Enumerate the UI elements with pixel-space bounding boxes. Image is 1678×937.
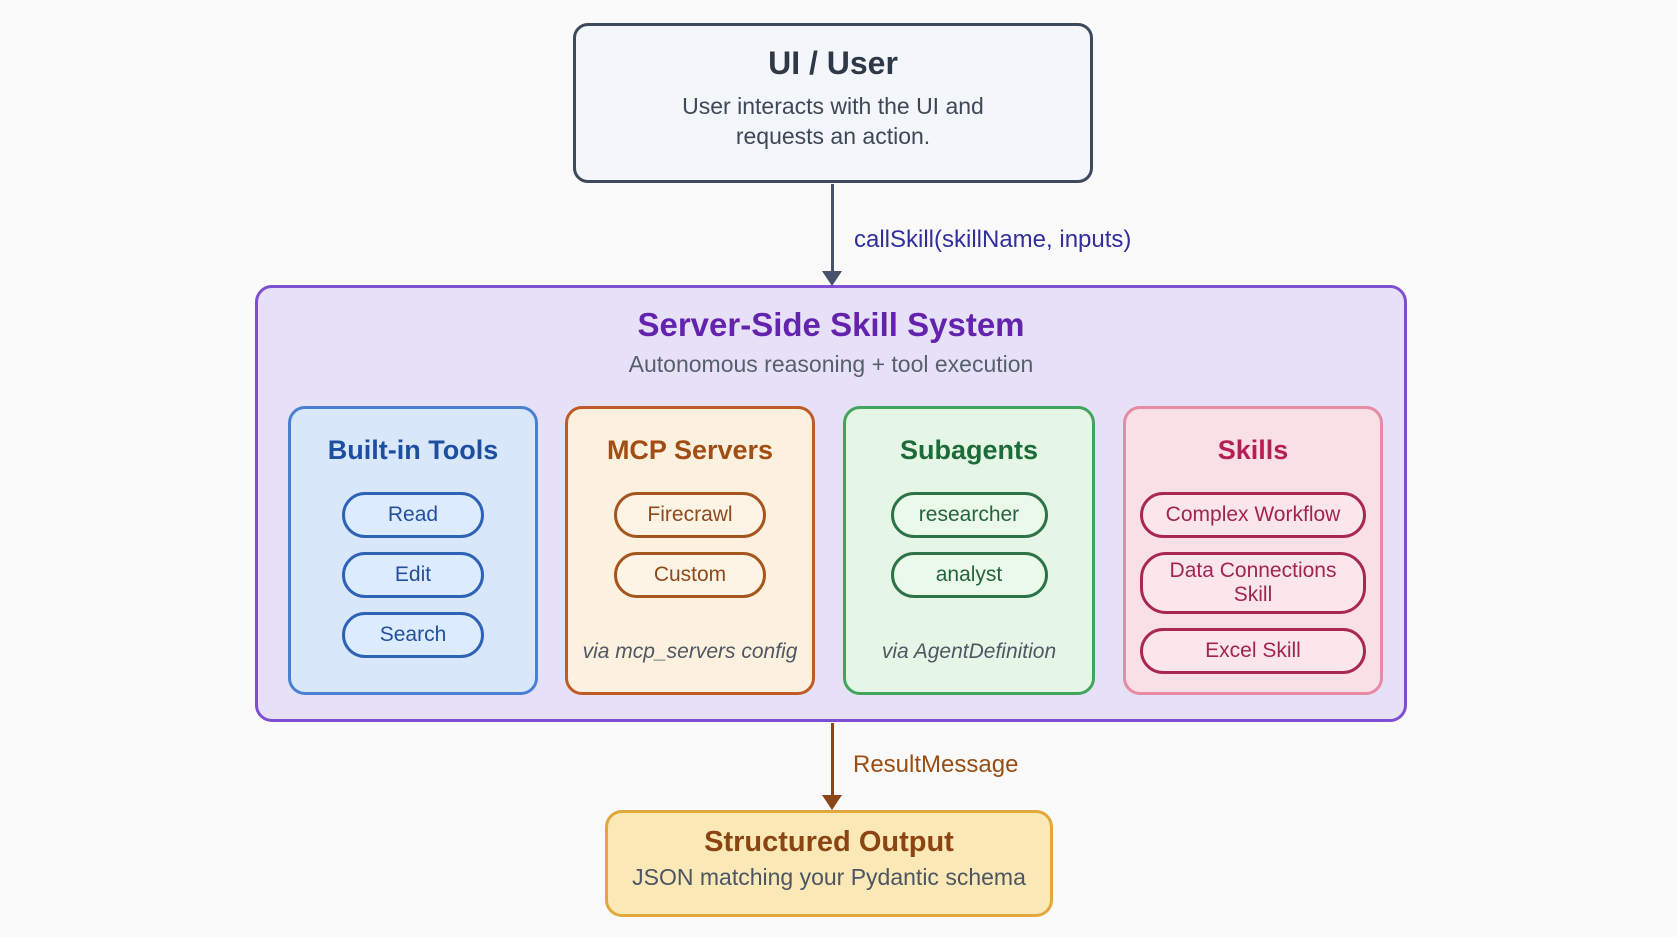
- result-arrow-label: ResultMessage: [853, 751, 1019, 778]
- output-box-title: Structured Output: [704, 826, 954, 858]
- pill-custom: Custom: [614, 552, 766, 598]
- pill-excel-skill: Excel Skill: [1140, 628, 1366, 675]
- section-skills: Skills Complex Workflow Data Connections…: [1123, 406, 1383, 695]
- pill-edit: Edit: [342, 552, 484, 598]
- skills-pill-list: Complex Workflow Data Connections Skill …: [1126, 492, 1380, 675]
- subagents-pill-list: researcher analyst: [846, 492, 1092, 598]
- section-subagents-title: Subagents: [899, 435, 1039, 465]
- section-mcp-servers: MCP Servers Firecrawl Custom via mcp_ser…: [565, 406, 815, 695]
- call-arrow-line: [831, 184, 834, 272]
- subagents-note: via AgentDefinition: [881, 640, 1057, 663]
- call-arrow-head: [822, 271, 842, 286]
- call-arrow-label: callSkill(skillName, inputs): [854, 226, 1132, 253]
- result-arrow-line: [831, 723, 834, 796]
- mcp-servers-note: via mcp_servers config: [582, 640, 798, 663]
- pill-data-connections-skill: Data Connections Skill: [1140, 552, 1366, 615]
- pill-complex-workflow: Complex Workflow: [1140, 492, 1366, 538]
- pill-search: Search: [342, 612, 484, 658]
- user-box-description: User interacts with the UI and requests …: [576, 91, 1090, 152]
- mcp-servers-pill-list: Firecrawl Custom: [568, 492, 812, 598]
- system-box: Server-Side Skill System Autonomous reas…: [255, 285, 1407, 722]
- user-box: UI / User User interacts with the UI and…: [573, 23, 1093, 183]
- user-box-description-line-1: User interacts with the UI and: [682, 93, 984, 119]
- built-in-tools-pill-list: Read Edit Search: [291, 492, 535, 658]
- system-title: Server-Side Skill System: [637, 306, 1025, 343]
- pill-firecrawl: Firecrawl: [614, 492, 766, 538]
- pill-analyst: analyst: [890, 552, 1048, 598]
- output-box-description: JSON matching your Pydantic schema: [632, 864, 1026, 890]
- section-skills-title: Skills: [1217, 435, 1289, 465]
- section-subagents: Subagents researcher analyst via AgentDe…: [843, 406, 1095, 695]
- system-subtitle: Autonomous reasoning + tool execution: [628, 351, 1034, 377]
- user-box-title: UI / User: [768, 45, 898, 81]
- result-arrow-head: [822, 795, 842, 810]
- section-mcp-servers-title: MCP Servers: [606, 435, 774, 465]
- pill-read: Read: [342, 492, 484, 538]
- section-built-in-tools-title: Built-in Tools: [327, 435, 499, 465]
- pill-researcher: researcher: [890, 492, 1048, 538]
- user-box-description-line-2: requests an action.: [735, 123, 931, 150]
- output-box: Structured Output JSON matching your Pyd…: [605, 810, 1053, 917]
- section-built-in-tools: Built-in Tools Read Edit Search: [288, 406, 538, 695]
